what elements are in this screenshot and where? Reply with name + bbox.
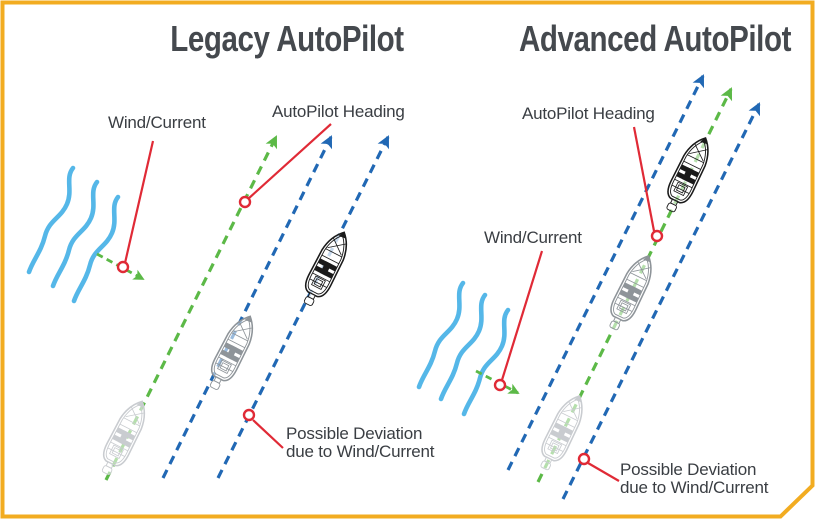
advanced-deviation-line-1 bbox=[506, 74, 705, 471]
advanced-wind-callout-dot bbox=[493, 378, 507, 392]
legacy-possible-deviation-line1: Possible Deviation bbox=[286, 424, 423, 443]
advanced-heading-callout-dot bbox=[650, 229, 664, 243]
legacy-deviation-callout-line bbox=[252, 419, 284, 449]
advanced-deviation-callout-dot bbox=[577, 452, 591, 466]
legacy-boat-dark bbox=[296, 226, 356, 310]
advanced-deviation-line-2 bbox=[561, 102, 761, 500]
legacy-deviation-callout-dot bbox=[242, 408, 256, 422]
legacy-deviation-line-2 bbox=[216, 135, 390, 479]
legacy-wind-callout-dot bbox=[116, 260, 130, 274]
legacy-autopilot-heading-label: AutoPilot Heading bbox=[272, 102, 405, 121]
legacy-boat-medium bbox=[202, 310, 262, 394]
advanced-wave-group bbox=[419, 283, 508, 414]
legacy-wind-current-label: Wind/Current bbox=[108, 113, 206, 132]
legacy-heading-callout-line bbox=[247, 123, 332, 200]
advanced-possible-deviation-line1: Possible Deviation bbox=[620, 460, 757, 479]
legacy-possible-deviation-line2: due to Wind/Current bbox=[286, 442, 435, 461]
advanced-autopilot-heading-label: AutoPilot Heading bbox=[522, 104, 655, 123]
legacy-deviation-line-1 bbox=[161, 135, 333, 479]
advanced-wind-callout-line bbox=[500, 250, 544, 381]
legacy-boat-faded bbox=[94, 395, 154, 479]
advanced-possible-deviation-label: Possible Deviation due to Wind/Current bbox=[620, 460, 769, 497]
advanced-deviation-callout-line bbox=[587, 462, 620, 482]
advanced-wind-current-label: Wind/Current bbox=[484, 228, 582, 247]
advanced-panel-title: Advanced AutoPilot bbox=[519, 18, 791, 59]
advanced-possible-deviation-line2: due to Wind/Current bbox=[620, 478, 769, 497]
legacy-possible-deviation-label: Possible Deviation due to Wind/Current bbox=[286, 424, 435, 461]
legacy-wind-callout-line bbox=[123, 140, 155, 264]
advanced-boat-medium bbox=[602, 249, 660, 334]
legacy-panel-title: Legacy AutoPilot bbox=[170, 18, 404, 59]
advanced-heading-callout-line bbox=[632, 126, 656, 232]
legacy-wave-group bbox=[29, 168, 118, 301]
legacy-heading-callout-dot bbox=[238, 195, 252, 209]
